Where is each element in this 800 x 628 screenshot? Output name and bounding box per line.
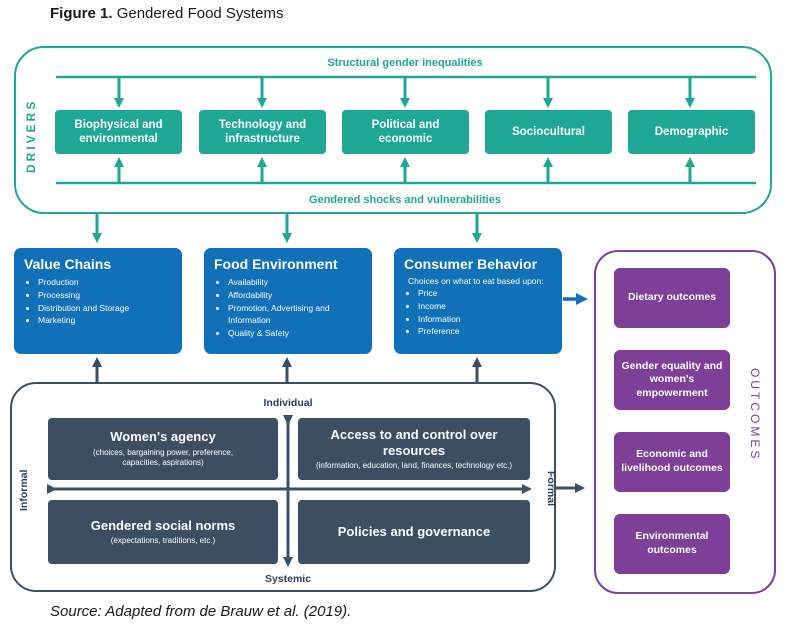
driver-sociocultural: Sociocultural <box>485 110 612 154</box>
consumer-behavior-title: Consumer Behavior <box>404 256 538 272</box>
social-norms-box: Gendered social norms (expectations, tra… <box>48 500 278 564</box>
figure-title-text: Gendered Food Systems <box>116 5 284 22</box>
consumer-behavior-item: Price <box>418 287 552 300</box>
social-norms-title: Gendered social norms <box>90 517 236 533</box>
womens-agency-title: Women's agency <box>110 429 216 445</box>
value-chains-item: Processing <box>38 289 172 302</box>
policies-governance-box: Policies and governance <box>298 500 530 564</box>
food-environment-item: Quality & Safety <box>228 327 362 340</box>
value-chains-item: Marketing <box>38 314 172 327</box>
food-environment-item: Availability <box>228 276 362 289</box>
consumer-behavior-subtitle: Choices on what to eat based upon: <box>408 276 544 286</box>
access-control-subtitle: (information, education, land, finances,… <box>315 461 513 471</box>
structural-inequalities-label: Structural gender inequalities <box>327 57 483 69</box>
outcomes-frame <box>594 250 776 594</box>
drivers-side-label: DRIVERS <box>24 98 38 174</box>
access-control-box: Access to and control over resources (in… <box>298 418 530 480</box>
value-chains-box: Value Chains Production Processing Distr… <box>14 248 182 354</box>
food-environment-list: Availability Affordability Promotion, Ad… <box>214 276 362 340</box>
value-chains-list: Production Processing Distribution and S… <box>24 276 172 327</box>
outcomes-side-label: OUTCOMES <box>748 368 762 462</box>
quadrant-frame <box>10 382 556 592</box>
outcome-environmental: Environmental outcomes <box>614 514 730 574</box>
figure-title: Figure 1. Gendered Food Systems <box>50 5 283 22</box>
consumer-behavior-item: Income <box>418 300 552 313</box>
individual-label: Individual <box>240 397 336 409</box>
driver-demographic: Demographic <box>628 110 755 154</box>
driver-technology: Technology and infrastructure <box>199 110 326 154</box>
outcome-economic: Economic and livelihood outcomes <box>614 432 730 492</box>
consumer-behavior-item: Preference <box>418 325 552 338</box>
driver-biophysical: Biophysical and environmental <box>55 110 182 154</box>
food-environment-title: Food Environment <box>214 256 338 272</box>
consumer-behavior-box: Consumer Behavior Choices on what to eat… <box>394 248 562 354</box>
social-norms-subtitle: (expectations, traditions, etc.) <box>110 535 216 545</box>
consumer-behavior-item: Information <box>418 313 552 326</box>
outcome-gender-equality: Gender equality and women's empowerment <box>614 350 730 410</box>
value-chains-item: Distribution and Storage <box>38 302 172 315</box>
womens-agency-subtitle: (choices, bargaining power, preference, … <box>92 447 234 468</box>
formal-label: Formal <box>545 471 557 507</box>
value-chains-title: Value Chains <box>24 256 112 272</box>
source-citation: Source: Adapted from de Brauw et al. (20… <box>50 603 352 620</box>
access-control-title: Access to and control over resources <box>330 426 498 458</box>
drivers-frame <box>14 46 772 214</box>
womens-agency-box: Women's agency (choices, bargaining powe… <box>48 418 278 480</box>
outcome-dietary: Dietary outcomes <box>614 268 730 328</box>
shocks-vulnerabilities-label: Gendered shocks and vulnerabilities <box>309 194 501 206</box>
food-environment-item: Affordability <box>228 289 362 302</box>
figure-label: Figure 1. <box>50 5 113 22</box>
informal-label: Informal <box>18 469 30 511</box>
food-environment-box: Food Environment Availability Affordabil… <box>204 248 372 354</box>
driver-political: Political and economic <box>342 110 469 154</box>
value-chains-item: Production <box>38 276 172 289</box>
food-environment-item: Promotion, Advertising and Information <box>228 302 362 328</box>
consumer-behavior-list: Price Income Information Preference <box>404 287 552 338</box>
policies-governance-title: Policies and governance <box>337 523 491 539</box>
systemic-label: Systemic <box>240 573 336 585</box>
